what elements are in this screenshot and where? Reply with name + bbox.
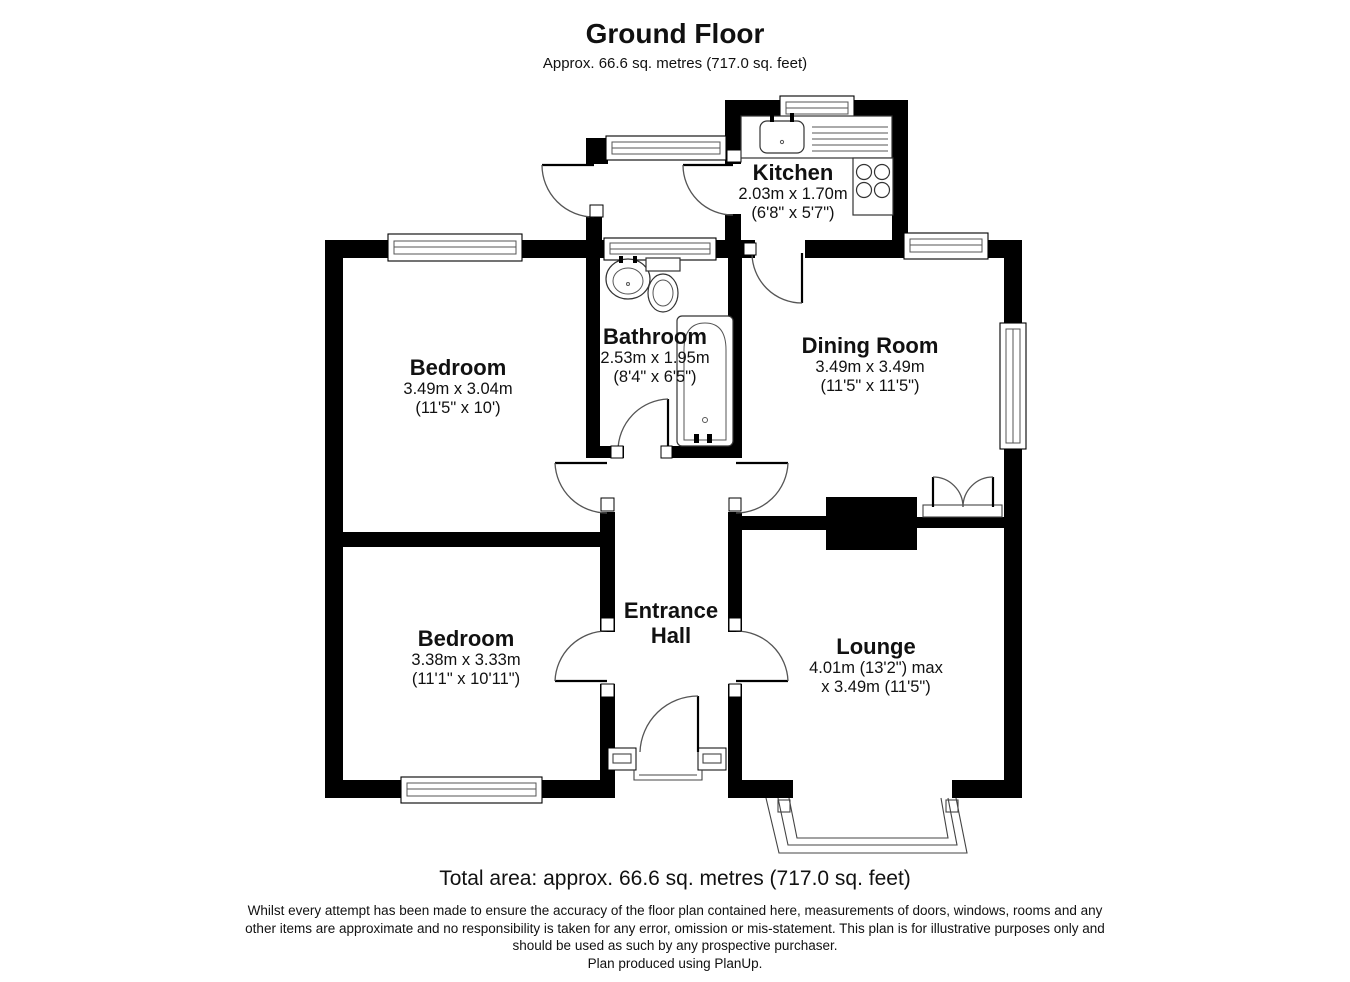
room-label-dining-room: Dining Room 3.49m x 3.49m (11'5" x 11'5"… <box>795 333 945 396</box>
bedroom-front-door <box>554 630 608 683</box>
room-name: Bathroom <box>603 324 707 349</box>
porch-exterior-door <box>541 163 595 218</box>
porch-window <box>605 135 727 161</box>
lounge-door <box>735 630 789 683</box>
hob <box>855 163 891 199</box>
chimney-breast <box>826 497 917 550</box>
front-door <box>607 695 727 781</box>
dining-room-side-window <box>999 322 1027 450</box>
room-label-lounge: Lounge 4.01m (13'2") max x 3.49m (11'5") <box>766 634 986 697</box>
kitchen-sink <box>759 113 888 154</box>
room-label-entrance-hall: Entrance Hall <box>606 598 736 648</box>
bedroom-rear-window <box>387 233 523 262</box>
room-dims-imperial: (8'4" x 6'5") <box>613 368 697 386</box>
room-dims-imperial: x 3.49m (11'5") <box>821 678 931 696</box>
room-label-bedroom-rear: Bedroom 3.49m x 3.04m (11'5" x 10') <box>358 355 558 418</box>
room-dims-metric: 3.49m x 3.04m <box>403 380 513 398</box>
room-name: Bedroom <box>417 626 515 651</box>
room-label-bathroom: Bathroom 2.53m x 1.95m (8'4" x 6'5") <box>565 324 745 387</box>
dining-room-top-window <box>903 232 989 260</box>
room-dims-metric: 3.38m x 3.33m <box>411 651 521 669</box>
room-name: Lounge <box>836 634 916 659</box>
bay-window <box>765 797 968 854</box>
room-dims-imperial: (6'8" x 5'7") <box>751 204 835 222</box>
wash-basin <box>605 256 651 300</box>
bedroom-front-window <box>400 776 543 804</box>
room-name: Kitchen <box>752 160 834 185</box>
room-name: Dining Room <box>801 333 939 358</box>
bathroom-door <box>617 398 670 452</box>
door-jamb-markers <box>589 149 757 698</box>
room-dims-metric: 2.03m x 1.70m <box>738 185 848 203</box>
fixtures <box>605 113 894 447</box>
page-title: Ground Floor <box>585 18 765 49</box>
room-dims-imperial: (11'5" x 11'5") <box>820 377 920 395</box>
french-doors <box>922 476 1003 518</box>
page-subtitle: Approx. 66.6 sq. metres (717.0 sq. feet) <box>542 55 808 72</box>
plan-footer: Total area: approx. 66.6 sq. metres (717… <box>0 866 1350 972</box>
kitchen-door <box>682 163 734 216</box>
windows <box>387 95 1027 854</box>
bathtub <box>676 315 734 447</box>
total-area: Total area: approx. 66.6 sq. metres (717… <box>439 867 911 890</box>
room-name: Bedroom <box>409 355 507 380</box>
room-dims-imperial: (11'5" x 10') <box>415 399 501 417</box>
room-dims-metric: 2.53m x 1.95m <box>600 349 710 367</box>
bedroom-rear-door <box>554 461 608 514</box>
room-label-kitchen: Kitchen 2.03m x 1.70m (6'8" x 5'7") <box>703 160 883 223</box>
plan-credit: Plan produced using PlanUp. <box>587 955 763 971</box>
plan-header: Ground Floor Approx. 66.6 sq. metres (71… <box>0 18 1350 74</box>
room-dims-metric: 3.49m x 3.49m <box>815 358 925 376</box>
doors <box>541 163 1003 781</box>
bathroom-window <box>603 237 717 261</box>
toilet <box>645 257 681 313</box>
dining-room-door <box>735 461 789 514</box>
room-name: Entrance Hall <box>623 598 719 648</box>
room-dims-metric: 4.01m (13'2") max <box>809 659 943 677</box>
room-label-bedroom-front: Bedroom 3.38m x 3.33m (11'1" x 10'11") <box>361 626 571 689</box>
disclaimer: Whilst every attempt has been made to en… <box>245 903 1105 953</box>
kitchen-dining-door <box>751 252 804 304</box>
room-dims-imperial: (11'1" x 10'11") <box>411 670 521 688</box>
